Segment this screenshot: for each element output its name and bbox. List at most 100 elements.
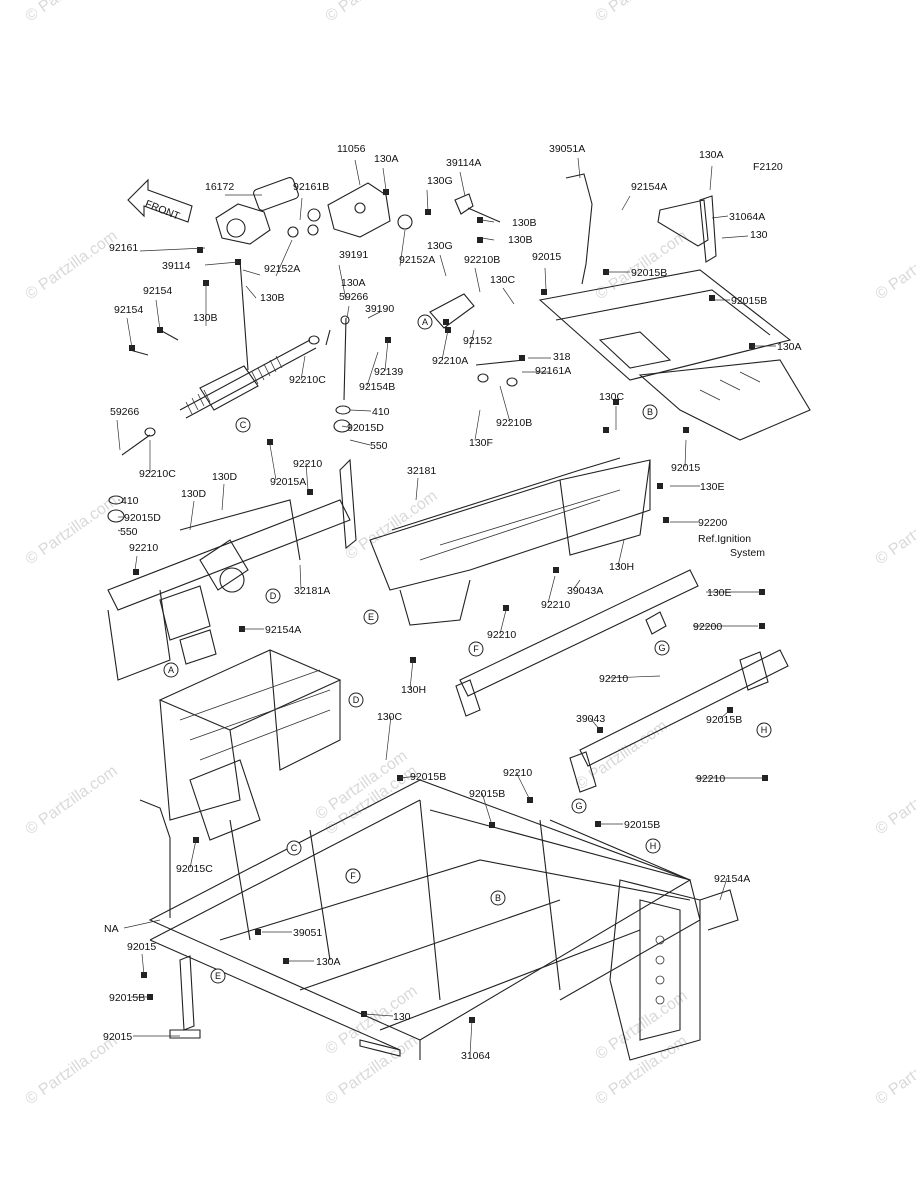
part-label-130g: 130G	[427, 240, 453, 252]
leader-line	[572, 579, 581, 591]
part-label-130f: 130F	[469, 437, 493, 449]
callout-d: D	[265, 588, 281, 604]
leader-line	[123, 919, 161, 929]
steering-rack-assembly	[107, 177, 351, 523]
part-label-92210: 92210	[541, 599, 570, 611]
part-label-92210: 92210	[293, 458, 322, 470]
part-label-92210c: 92210C	[289, 374, 326, 386]
leader-line	[684, 439, 687, 468]
bolt-icon	[307, 489, 313, 495]
part-label-92015b: 92015B	[410, 771, 446, 783]
part-label-92015d: 92015D	[347, 422, 384, 434]
leader-line	[709, 165, 713, 191]
bolt-icon	[197, 247, 203, 253]
part-label-39191: 39191	[339, 249, 368, 261]
leader-line	[269, 444, 277, 481]
part-label-39051: 39051	[293, 927, 322, 939]
rear-upper-rack	[538, 173, 811, 441]
part-label-130b: 130B	[512, 217, 537, 229]
part-label-550: 550	[370, 440, 388, 452]
part-label-92154: 92154	[143, 285, 172, 297]
svg-text:F: F	[473, 644, 479, 654]
front-frame	[158, 649, 342, 841]
leader-line	[134, 555, 138, 571]
leader-line	[469, 1019, 473, 1056]
leader-line	[547, 575, 556, 604]
callout-h: H	[645, 838, 661, 854]
bolt-icon	[683, 427, 689, 433]
watermark-text: © Partzilla.com	[23, 1033, 121, 1109]
part-label-130: 130	[750, 229, 768, 241]
svg-text:C: C	[291, 843, 298, 853]
leader-line	[474, 409, 481, 441]
svg-text:E: E	[368, 612, 374, 622]
part-label-92015a: 92015A	[270, 476, 306, 488]
part-label-92152: 92152	[463, 335, 492, 347]
part-label-130d: 130D	[212, 471, 238, 483]
callout-c: C	[235, 417, 251, 433]
part-label-92015: 92015	[127, 941, 156, 953]
leader-line	[499, 609, 507, 635]
bolt-icon	[709, 295, 715, 301]
leader-lines	[116, 157, 776, 1056]
front-arrow-icon: FRONT	[127, 178, 193, 223]
callout-a: A	[417, 314, 433, 330]
leader-line	[459, 171, 466, 197]
part-label-130c: 130C	[490, 274, 516, 286]
mid-subframe-32181	[369, 457, 651, 626]
part-label-92200: 92200	[698, 517, 727, 529]
part-label-39114: 39114	[162, 260, 191, 272]
part-label-92161a: 92161A	[535, 365, 571, 377]
part-label-92152a: 92152A	[264, 263, 300, 275]
part-label-92200: 92200	[693, 621, 722, 633]
main-frame-39051	[139, 779, 739, 1061]
svg-text:B: B	[647, 407, 653, 417]
part-label-130a: 130A	[341, 277, 366, 289]
part-label-92210: 92210	[599, 673, 628, 685]
leader-line	[711, 215, 729, 219]
part-label-f2120: F2120	[753, 161, 783, 173]
leader-line	[409, 659, 414, 690]
leader-line	[384, 339, 389, 372]
watermark-text: © Partzilla.com	[873, 763, 916, 839]
watermark-text: © Partzilla.com	[593, 228, 691, 304]
leader-line	[363, 1013, 394, 1017]
leader-line	[299, 197, 303, 221]
watermark-text: © Partzilla.com	[873, 228, 916, 304]
part-label-130h: 130H	[609, 561, 634, 573]
callout-b: B	[642, 404, 658, 420]
bolt-icon	[603, 427, 609, 433]
part-label-92154a: 92154A	[631, 181, 667, 193]
leader-line	[117, 529, 121, 532]
bolt-icon	[443, 319, 449, 325]
bolt-icon	[133, 569, 139, 575]
part-label-130h: 130H	[401, 684, 426, 696]
part-label-na: NA	[104, 923, 119, 935]
leader-line	[577, 157, 581, 179]
part-label-130a: 130A	[374, 153, 399, 165]
leader-line	[589, 717, 601, 731]
leader-line	[245, 285, 257, 299]
leader-line	[544, 267, 547, 291]
part-label-92210: 92210	[503, 767, 532, 779]
bolt-icon	[477, 217, 483, 223]
watermark-text: © Partzilla.com	[23, 763, 121, 839]
ref-note-line-2: System	[730, 547, 765, 559]
leader-line	[607, 675, 661, 679]
part-label-39043: 39043	[576, 713, 605, 725]
part-label-92139: 92139	[374, 366, 403, 378]
callout-f: F	[468, 641, 484, 657]
part-label-92015b: 92015B	[706, 714, 742, 726]
part-label-92154a: 92154A	[714, 873, 750, 885]
bolt-icon	[553, 567, 559, 573]
part-label-31064: 31064	[461, 1050, 490, 1062]
leader-line	[415, 477, 419, 501]
callout-circles: AABBCCDDEEEFFGGHH	[163, 314, 772, 984]
part-label-92015b: 92015B	[631, 267, 667, 279]
bolt-icon	[383, 189, 389, 195]
part-label-59266: 59266	[339, 291, 368, 303]
part-label-92210b: 92210B	[464, 254, 500, 266]
leader-line	[275, 239, 293, 277]
leader-line	[242, 269, 261, 276]
